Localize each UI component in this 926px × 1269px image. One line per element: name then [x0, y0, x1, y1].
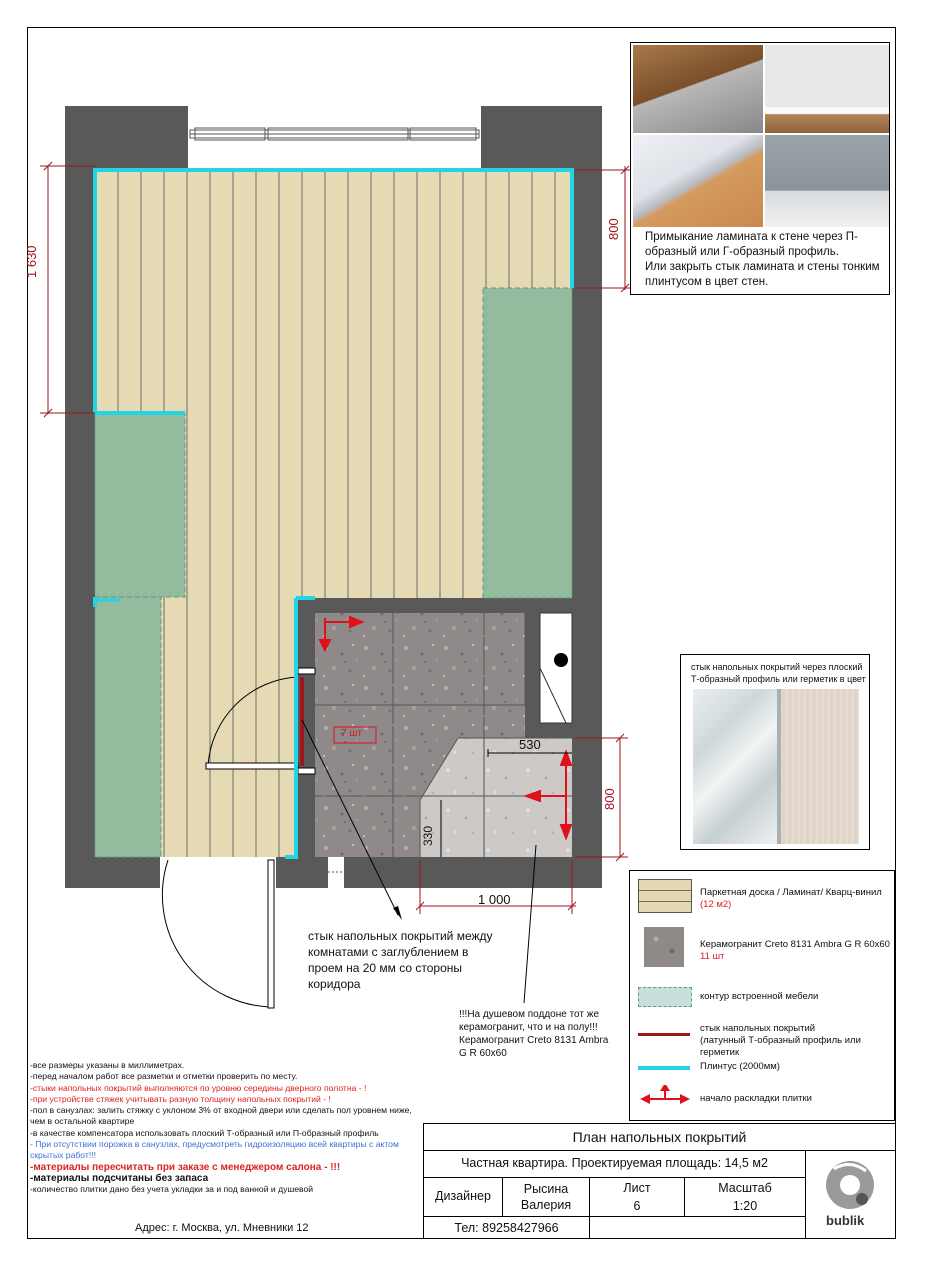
sheet-value: 6: [633, 1199, 641, 1213]
laminate-profile-photo: [633, 45, 763, 133]
legend: Паркетная доска / Ламинат/ Кварц-винил(1…: [629, 870, 895, 1121]
logo-text: bublik: [826, 1213, 865, 1228]
wood-photo: [781, 689, 859, 844]
designer-name: Рысина Валерия: [520, 1182, 572, 1212]
designer-label: Дизайнер: [435, 1189, 491, 1203]
profile-caption: Примыкание ламината к стене через П- обр…: [645, 231, 880, 288]
l-profile-photo: [633, 135, 763, 227]
marble-photo: [693, 689, 777, 844]
address: Адрес: г. Москва, ул. Мневники 12: [135, 1222, 309, 1234]
tile-count-label: 7 шт: [341, 728, 362, 739]
general-notes: -все размеры указаны в миллиметрах. -пер…: [30, 1060, 412, 1195]
baseboard-swatch: [638, 1066, 690, 1070]
dim-bath-height: 800: [602, 788, 617, 810]
wall-profile-photo: [765, 135, 889, 227]
sheet-label: Лист: [623, 1181, 651, 1195]
dim-right-top: 800: [606, 218, 621, 240]
scale-value: 1:20: [732, 1199, 758, 1213]
dim-left-height: 1 630: [24, 245, 39, 278]
dim-bath-width: 530: [519, 737, 541, 752]
shower-note: !!!На душевом поддоне тот же керамограни…: [459, 1009, 609, 1059]
joint-profile-strip: [777, 689, 781, 844]
scale-cell: [684, 1177, 806, 1217]
joint-swatch: [638, 1033, 690, 1036]
tile-swatch: [644, 927, 684, 967]
bublik-logo-icon: [826, 1161, 874, 1209]
skirting-photo: [765, 45, 889, 133]
dim-tray-width: 1 000: [478, 892, 511, 907]
drawing-subtitle: Частная квартира. Проектируемая площадь:…: [461, 1156, 768, 1170]
dim-tray-height: 330: [421, 825, 435, 846]
tile-start-arrow-icon: [640, 1085, 690, 1104]
phone: Тел: 89258427966: [454, 1221, 559, 1235]
drawing-title: План напольных покрытий: [572, 1129, 747, 1145]
joint-reference-box: стык напольных покрытий через плоский Т-…: [680, 654, 870, 850]
phone-cell: [423, 1216, 590, 1239]
furniture-swatch: [638, 987, 692, 1007]
doorway-note: стык напольных покрытий между комнатами …: [308, 929, 493, 991]
joint-caption: стык напольных покрытий через плоский Т-…: [691, 662, 866, 684]
profile-reference-box: Примыкание ламината к стене через П- обр…: [630, 42, 890, 295]
scale-label: Масштаб: [718, 1181, 772, 1195]
laminate-swatch: [638, 879, 692, 913]
